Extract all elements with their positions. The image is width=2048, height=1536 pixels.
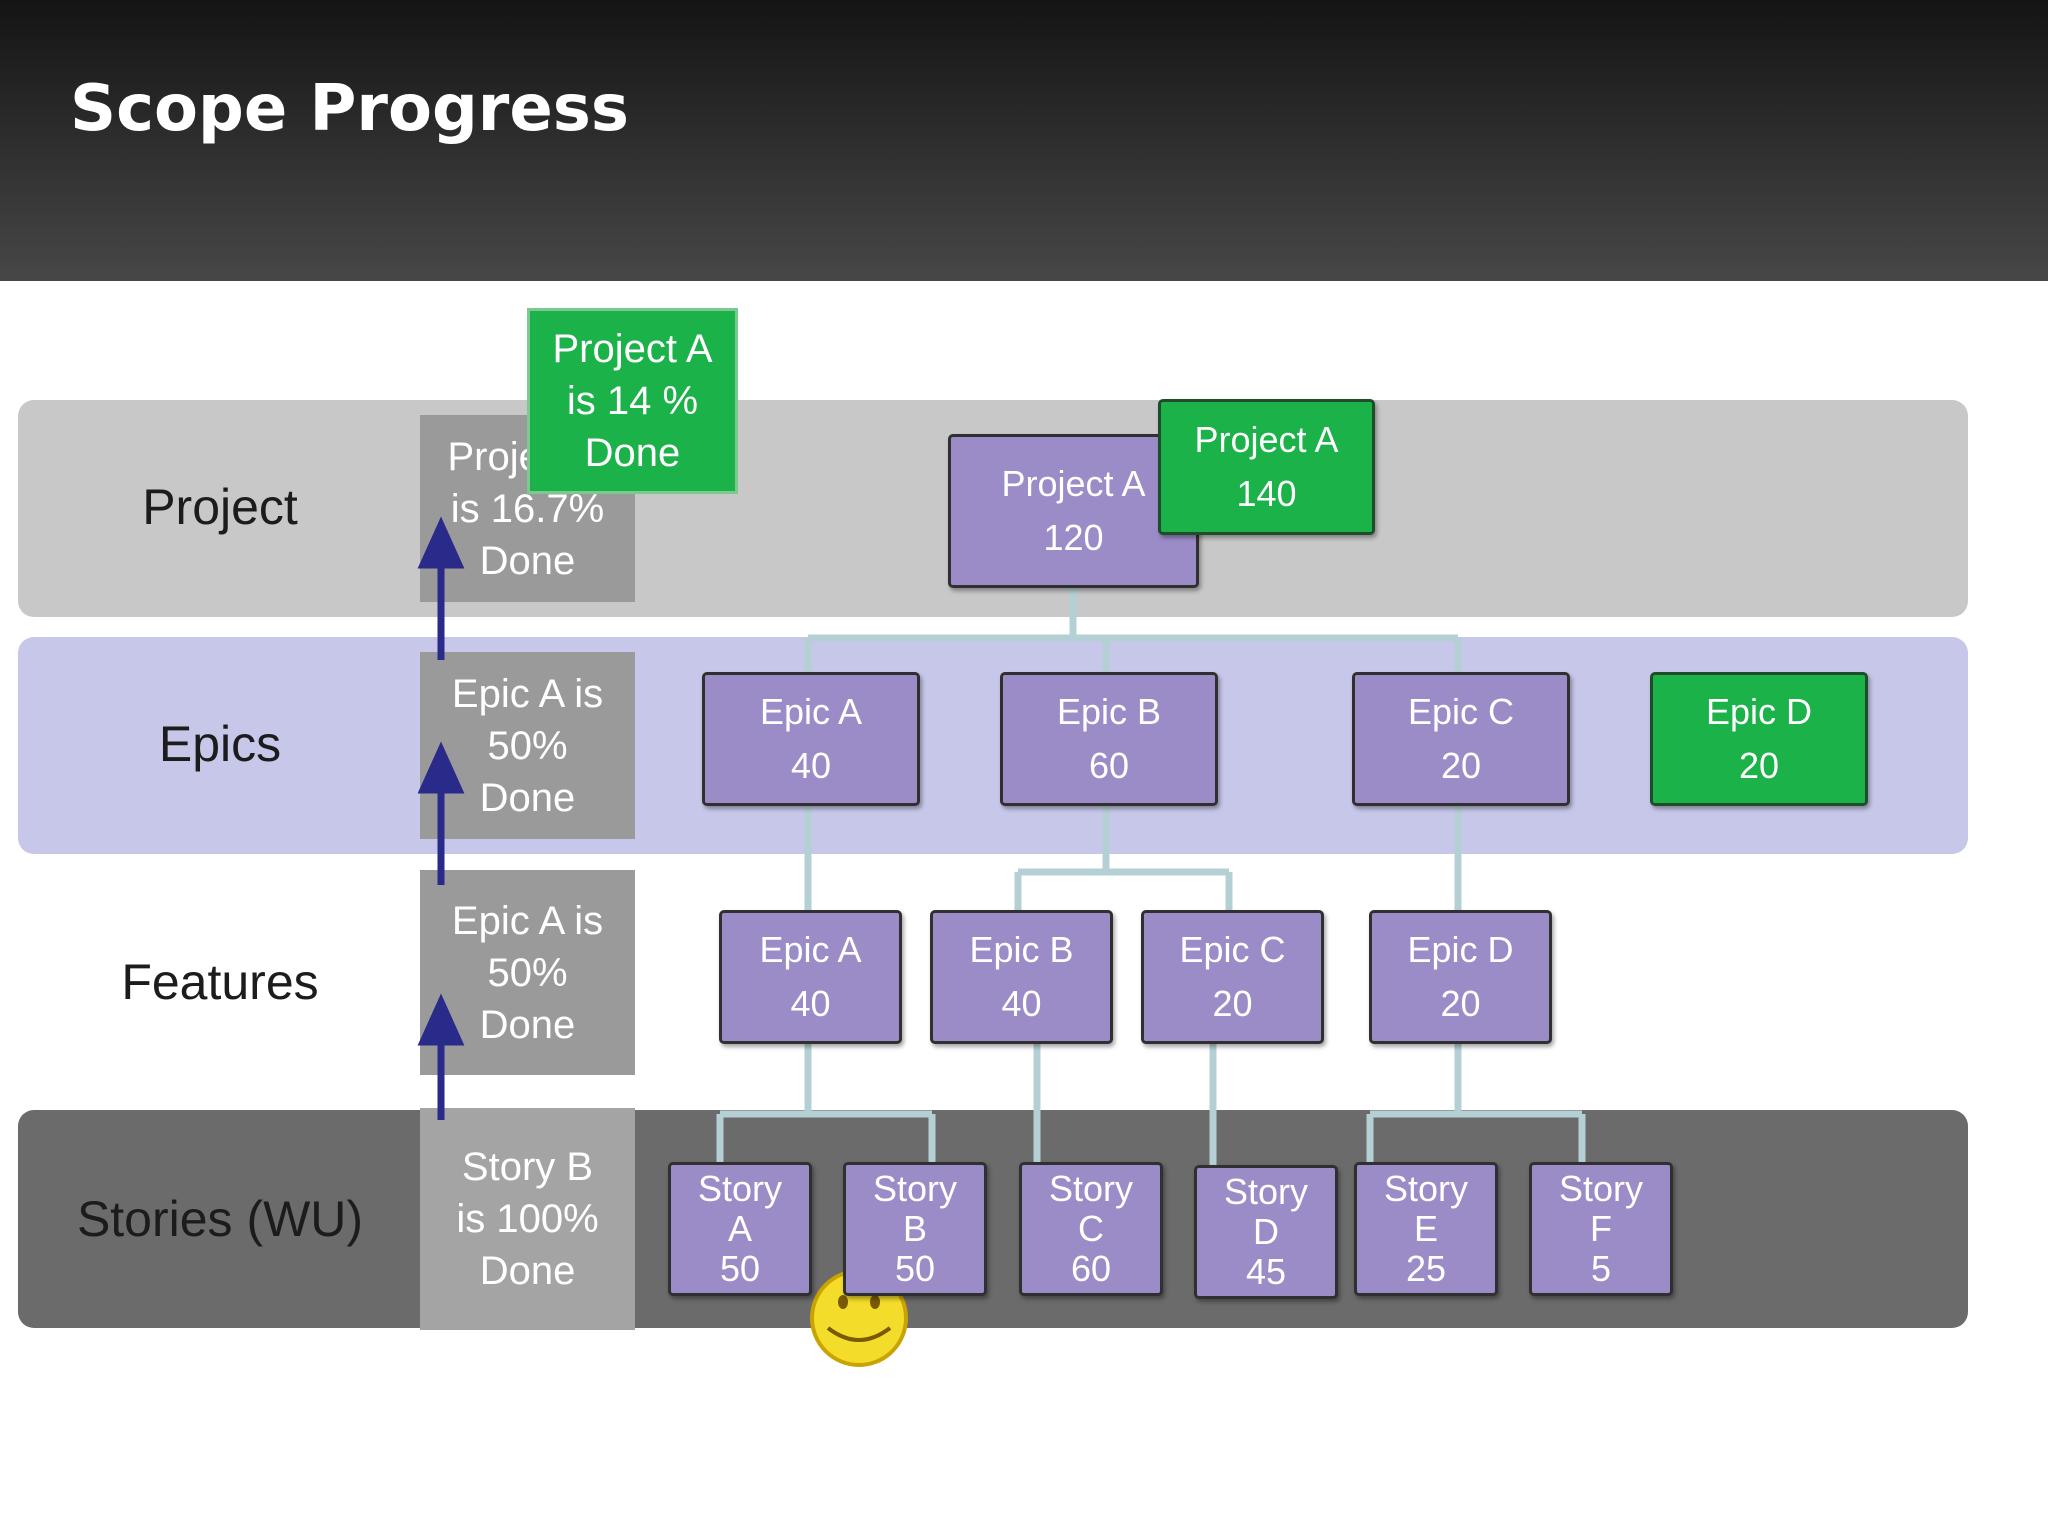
node-project-a: Project A 120 (948, 434, 1199, 588)
node-epic-a: Epic A 40 (702, 672, 920, 806)
node-feature-epic-b: Epic B 40 (930, 910, 1113, 1044)
node-story-b: Story B 50 (843, 1162, 987, 1296)
node-story-c: Story C 60 (1019, 1162, 1163, 1296)
status-stories: Story B is 100% Done (420, 1108, 635, 1330)
connector-project-epics (804, 580, 1462, 675)
node-feature-epic-a: Epic A 40 (719, 910, 902, 1044)
node-feature-epic-d: Epic D 20 (1369, 910, 1552, 1044)
node-epic-d: Epic D 20 (1650, 672, 1868, 806)
row-label-stories: Stories (WU) (76, 1191, 364, 1247)
node-epic-c: Epic C 20 (1352, 672, 1570, 806)
row-label-features: Features (121, 954, 319, 1010)
node-story-e: Story E 25 (1354, 1162, 1498, 1296)
node-story-f: Story F 5 (1529, 1162, 1673, 1296)
node-project-a-revised: Project A 140 (1158, 399, 1375, 535)
connector-features-stories (716, 1040, 1586, 1165)
callout-project-progress: Project A is 14 % Done (527, 308, 738, 494)
row-label-project: Project (142, 479, 298, 535)
connector-epics-features (804, 800, 1462, 912)
epics-band (18, 637, 1968, 854)
progress-arrow-epics-head (417, 741, 465, 794)
progress-arrow-project-head (417, 516, 465, 569)
progress-arrow-features-head (417, 993, 465, 1046)
node-feature-epic-c: Epic C 20 (1141, 910, 1324, 1044)
status-epics: Epic A is 50% Done (420, 652, 635, 839)
row-label-epics: Epics (158, 716, 282, 772)
slide-title: Scope Progress (70, 72, 629, 146)
node-epic-b: Epic B 60 (1000, 672, 1218, 806)
status-project: Project A is 16.7% Done (420, 415, 635, 602)
node-story-a: Story A 50 (668, 1162, 812, 1296)
node-story-d: Story D 45 (1194, 1165, 1338, 1299)
slide-header: Scope Progress (0, 0, 2048, 281)
